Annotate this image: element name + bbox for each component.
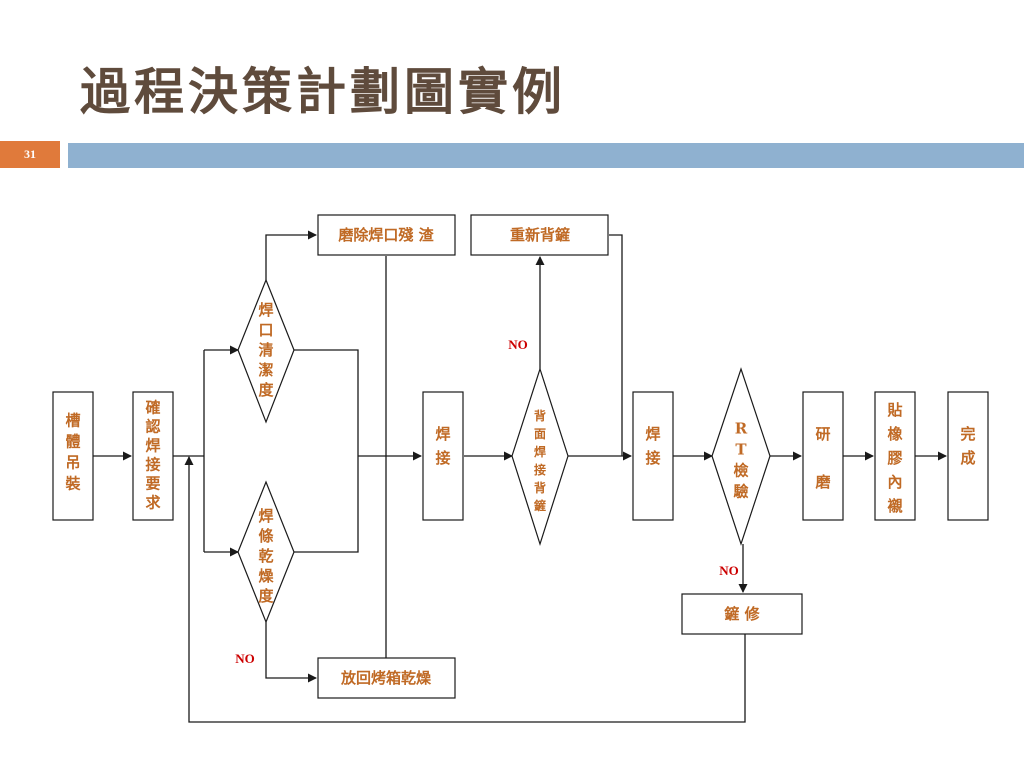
box-grind [317, 214, 456, 256]
label-no-dry: NO [235, 651, 255, 666]
label-clean-check: 焊口清潔度 [258, 301, 274, 399]
box-reback [470, 214, 609, 256]
box-rubber [874, 391, 916, 521]
label-hoisting: 槽體吊裝 [64, 412, 81, 493]
line-merge [294, 349, 359, 553]
box-confirm [132, 391, 174, 521]
label-oven: 放回烤箱乾燥 [340, 669, 432, 687]
label-confirm: 確認焊接要求 [144, 399, 161, 512]
diamond-rt-check [711, 367, 771, 546]
label-grind: 磨除焊口殘 渣 [337, 226, 434, 244]
connectors [93, 230, 947, 723]
label-polish: 研磨 [814, 425, 831, 491]
diamond-clean-check [237, 278, 295, 424]
arrow-clean-to-grind [265, 230, 317, 280]
arrow-repair-loop [184, 456, 746, 723]
box-repair [681, 593, 803, 635]
diamond-back-check [511, 367, 569, 546]
label-repair: 鏟 修 [723, 605, 760, 623]
box-done [947, 391, 989, 521]
label-reback: 重新背鏟 [510, 226, 570, 244]
label-weld2: 焊接 [645, 425, 660, 467]
label-done: 完成 [960, 425, 975, 467]
label-no-rt: NO [719, 563, 739, 578]
label-no-back: NO [508, 337, 528, 352]
slide-number: 31 [0, 141, 60, 168]
line-reback-return [609, 234, 623, 456]
box-weld2 [632, 391, 674, 521]
box-polish [802, 391, 844, 521]
label-weld1: 焊接 [435, 425, 450, 467]
diamond-dry-check [237, 480, 295, 624]
arrow-dry-to-oven [265, 622, 317, 683]
slide-title: 過程決策計劃圖實例 [80, 62, 566, 121]
box-weld1 [422, 391, 464, 521]
box-oven [317, 657, 456, 699]
label-dry-check: 焊條乾燥度 [258, 507, 274, 605]
label-rubber: 貼橡膠內襯 [886, 401, 903, 515]
box-hoisting [52, 391, 94, 521]
label-back-check: 背面焊接背鏟 [533, 408, 546, 513]
header-bar [68, 143, 1024, 168]
